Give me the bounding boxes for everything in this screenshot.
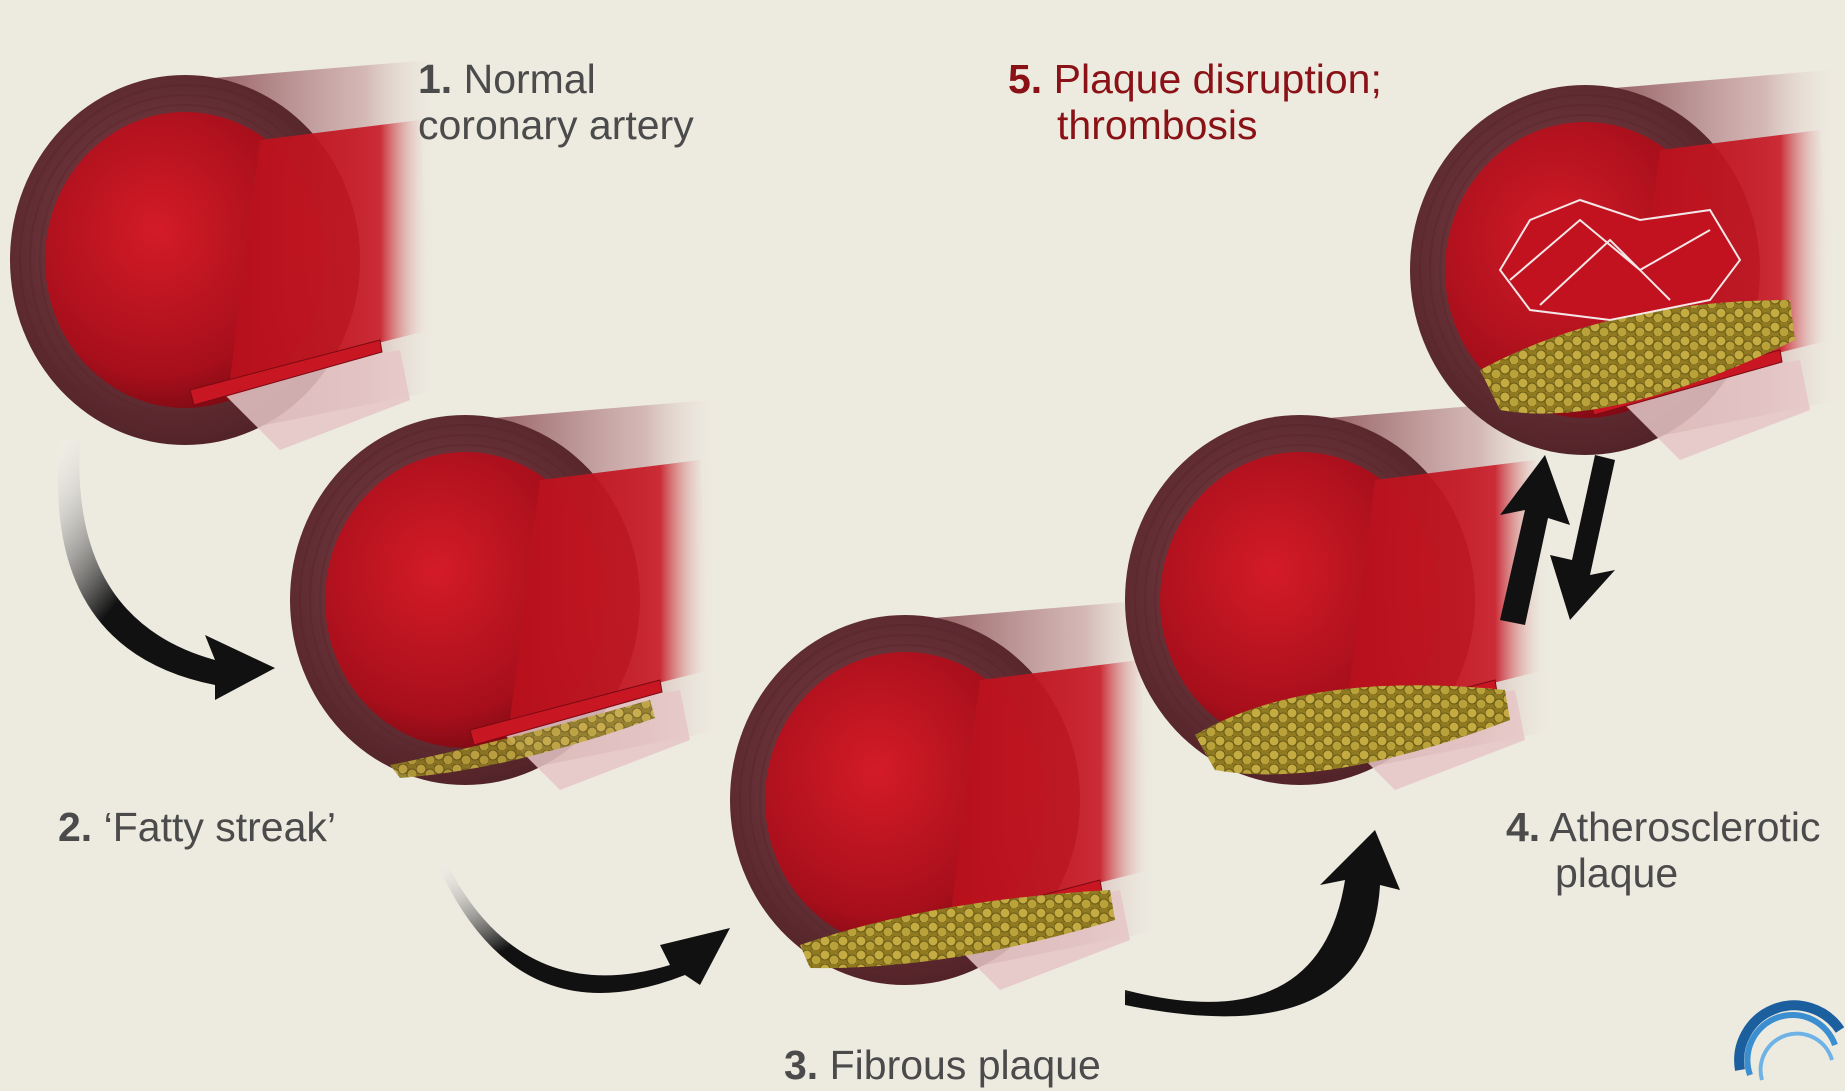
arrow-1-to-2 (58, 440, 275, 700)
arrow-3-to-4 (1125, 830, 1400, 1016)
stage-4-number: 4. (1506, 804, 1540, 850)
thrombus (1500, 200, 1740, 320)
stage-1-line2: coronary artery (418, 102, 694, 148)
arrow-2-to-3 (440, 860, 730, 993)
stage-4-label: 4. Atherosclerotic plaque (1506, 804, 1821, 896)
stage-5-number: 5. (1008, 56, 1042, 102)
logo-icon (1739, 1005, 1840, 1080)
artery-stage-4 (1125, 400, 1555, 790)
artery-stage-5 (1410, 70, 1840, 460)
arrow-5-to-4 (1550, 455, 1615, 620)
stage-2-number: 2. (58, 804, 92, 850)
artery-stage-2 (290, 400, 720, 790)
stage-1-label: 1. Normal coronary artery (418, 56, 694, 148)
stage-4-line1: Atherosclerotic (1549, 804, 1820, 850)
stage-4-line2: plaque (1506, 850, 1821, 896)
stage-5-line1: Plaque disruption; (1054, 56, 1382, 102)
artery-stage-1 (10, 60, 440, 450)
stage-3-line1: Fibrous plaque (830, 1042, 1101, 1088)
stage-5-label: 5. Plaque disruption; thrombosis (1008, 56, 1382, 148)
stage-3-label: 3. Fibrous plaque (784, 1042, 1101, 1088)
stage-2-label: 2. ‘Fatty streak’ (58, 804, 336, 850)
stage-1-line1: Normal (464, 56, 596, 102)
artery-stage-3 (730, 600, 1160, 990)
stage-5-line2: thrombosis (1008, 102, 1382, 148)
stage-2-line1: ‘Fatty streak’ (104, 804, 336, 850)
stage-1-number: 1. (418, 56, 452, 102)
stage-3-number: 3. (784, 1042, 818, 1088)
